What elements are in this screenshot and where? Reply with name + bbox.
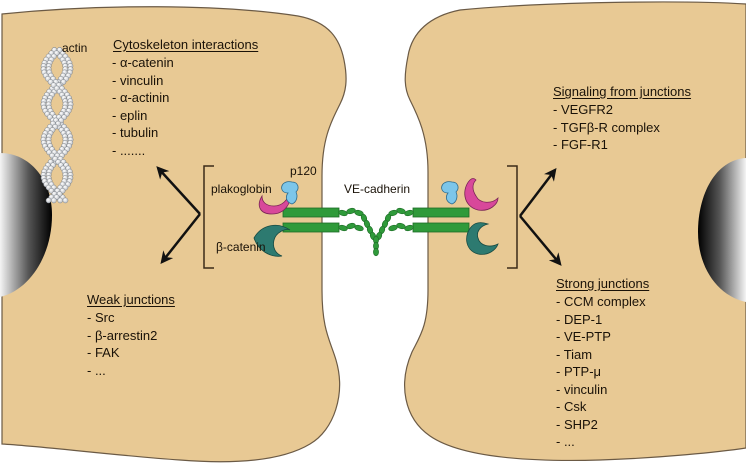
weak-list-item: - FAK <box>87 345 120 360</box>
cytoskeleton-list-item: - ....... <box>112 142 146 158</box>
actin-filament <box>40 47 74 204</box>
plakoglobin-label: plakoglobin <box>211 182 272 196</box>
p120-right <box>441 181 459 205</box>
cadherin-domain <box>404 209 414 217</box>
p120-left <box>281 181 299 205</box>
cytoskeleton-list-item: - α-catenin <box>112 55 174 70</box>
left-cell <box>1 6 347 463</box>
cadherin-domain <box>373 247 379 257</box>
weak-list-item: - Src <box>87 310 115 325</box>
strong-list-item: - vinculin <box>556 381 608 397</box>
cytoskeleton-list: - α-catenin - vinculin - α-actinin - eplin -… <box>112 54 174 159</box>
strong-list-item: - ... <box>556 434 575 449</box>
right-nucleus <box>698 158 746 302</box>
ve-cadherin-ectodomain <box>338 207 414 257</box>
left-arrows <box>156 166 201 264</box>
right-bracket <box>507 165 518 269</box>
arrow-to-strong-junctions <box>519 215 562 266</box>
weak-junctions-heading: Weak junctions <box>87 292 175 307</box>
strong-list-item: - Csk <box>556 399 587 414</box>
weak-list-item: - β-arrestin2 <box>87 327 158 343</box>
beta-catenin-left <box>253 224 291 257</box>
signaling-list-item: - VEGFR2 <box>553 102 613 117</box>
left-nucleus <box>0 153 52 297</box>
cadherin-domain <box>404 224 414 232</box>
signaling-list-item: - TGFβ-R complex <box>553 119 660 135</box>
weak-junctions-list: - Src - β-arrestin2 - FAK - ... <box>87 309 157 379</box>
arrow-to-signaling <box>519 168 557 217</box>
actin-monomer <box>62 197 69 204</box>
cytoskeleton-list-item: - α-actinin <box>112 90 170 105</box>
cytoskeleton-heading: Cytoskeleton interactions <box>113 37 259 52</box>
cadherin-domain <box>388 224 398 232</box>
signaling-list-item: - FGF-R1 <box>553 137 608 152</box>
right-arrows <box>519 168 562 266</box>
strong-list-item: - SHP2 <box>556 416 598 432</box>
cytoskeleton-list-item: - tubulin <box>112 125 159 140</box>
strong-list-item: - DEP-1 <box>556 311 603 327</box>
cadherin-domain <box>396 222 406 230</box>
p120-label: p120 <box>290 164 317 178</box>
strong-junctions-list: - CCM complex - DEP-1 - VE-PTP - Tiam - PTP-… <box>556 293 646 451</box>
weak-list-item: - ... <box>87 362 106 378</box>
actin-label: actin <box>62 41 88 55</box>
cadherin-domain <box>346 222 356 230</box>
signaling-heading: Signaling from junctions <box>553 84 692 99</box>
strong-list-item: - VE-PTP <box>556 329 611 344</box>
beta-catenin-label: β-catenin <box>216 240 266 254</box>
cadherin-domain <box>346 207 356 215</box>
cadherin-domain <box>338 209 348 217</box>
strong-junctions-heading: Strong junctions <box>556 276 650 291</box>
cadherin-domain <box>354 224 364 232</box>
arrow-to-weak-junctions <box>160 213 201 264</box>
strong-list-item: - Tiam <box>556 346 593 362</box>
arrow-to-cytoskeleton <box>156 166 201 215</box>
cytoskeleton-list-item: - vinculin <box>112 72 164 88</box>
cadherin-domain <box>396 207 406 215</box>
plakoglobin-right <box>464 178 499 211</box>
cytoskeleton-list-item: - eplin <box>112 107 148 123</box>
right-cell <box>404 1 746 462</box>
signaling-list: - VEGFR2 - TGFβ-R complex - FGF-R1 <box>553 101 660 154</box>
left-bracket <box>203 165 214 269</box>
strong-list-item: - PTP-μ <box>556 364 602 379</box>
actin-monomer <box>45 197 52 204</box>
strong-list-item: - CCM complex <box>556 294 646 309</box>
actin-monomer <box>50 197 57 204</box>
ve-cadherin-label: VE-cadherin <box>344 182 411 196</box>
cadherin-domain <box>338 224 348 232</box>
beta-catenin-right <box>466 222 499 255</box>
